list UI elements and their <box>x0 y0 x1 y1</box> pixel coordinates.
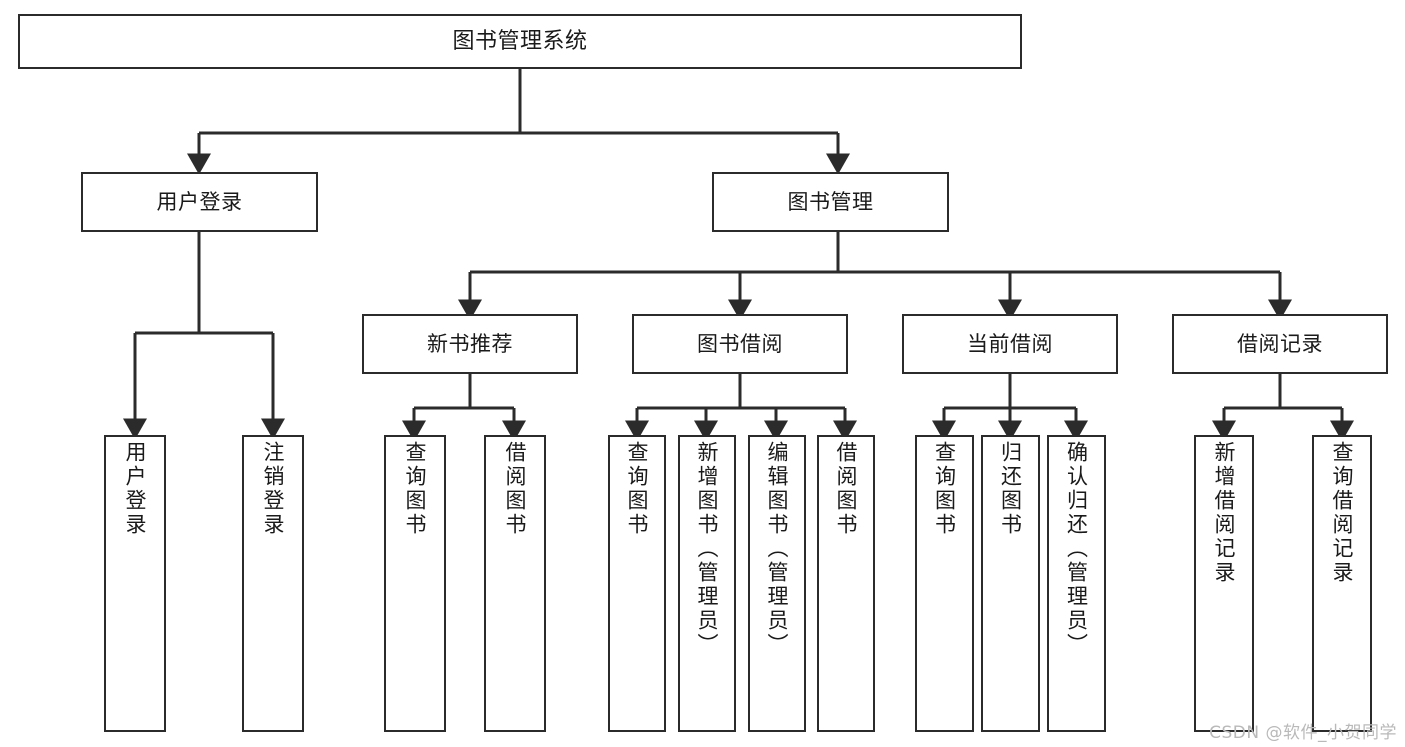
leaf-add-borrow-record-label: 新增借阅记录 <box>1212 441 1237 585</box>
leaf-borrow-book[interactable]: 借阅图书 <box>817 435 875 732</box>
leaf-borrow-book-recommend-label: 借阅图书 <box>503 441 528 537</box>
node-book-borrow[interactable]: 图书借阅 <box>632 314 848 374</box>
leaf-add-book-admin-label: 新增图书（管理员） <box>695 441 720 657</box>
leaf-return-book-label: 归还图书 <box>998 441 1023 537</box>
leaf-add-borrow-record[interactable]: 新增借阅记录 <box>1194 435 1254 732</box>
node-new-book-recommend-label: 新书推荐 <box>427 331 513 356</box>
node-current-borrow[interactable]: 当前借阅 <box>902 314 1118 374</box>
leaf-query-book-borrow-label: 查询图书 <box>625 441 650 537</box>
leaf-query-borrow-record[interactable]: 查询借阅记录 <box>1312 435 1372 732</box>
node-user-login[interactable]: 用户登录 <box>81 172 318 232</box>
node-book-manage[interactable]: 图书管理 <box>712 172 949 232</box>
leaf-logout-label: 注销登录 <box>261 441 286 537</box>
node-borrow-record-label: 借阅记录 <box>1237 331 1323 356</box>
leaf-logout[interactable]: 注销登录 <box>242 435 304 732</box>
node-new-book-recommend[interactable]: 新书推荐 <box>362 314 578 374</box>
leaf-query-borrow-record-label: 查询借阅记录 <box>1330 441 1355 585</box>
node-borrow-record[interactable]: 借阅记录 <box>1172 314 1388 374</box>
leaf-confirm-return-admin[interactable]: 确认归还（管理员） <box>1047 435 1106 732</box>
leaf-edit-book-admin[interactable]: 编辑图书（管理员） <box>748 435 806 732</box>
leaf-user-login-label: 用户登录 <box>123 441 148 537</box>
leaf-return-book[interactable]: 归还图书 <box>981 435 1040 732</box>
leaf-query-book-recommend-label: 查询图书 <box>403 441 428 537</box>
node-user-login-label: 用户登录 <box>156 189 243 214</box>
leaf-borrow-book-recommend[interactable]: 借阅图书 <box>484 435 546 732</box>
node-book-manage-label: 图书管理 <box>787 189 874 214</box>
leaf-query-book-current-label: 查询图书 <box>932 441 957 537</box>
leaf-query-book-borrow[interactable]: 查询图书 <box>608 435 666 732</box>
leaf-query-book-current[interactable]: 查询图书 <box>915 435 974 732</box>
leaf-user-login[interactable]: 用户登录 <box>104 435 166 732</box>
node-current-borrow-label: 当前借阅 <box>967 331 1053 356</box>
leaf-edit-book-admin-label: 编辑图书（管理员） <box>765 441 790 657</box>
leaf-query-book-recommend[interactable]: 查询图书 <box>384 435 446 732</box>
leaf-confirm-return-admin-label: 确认归还（管理员） <box>1064 441 1089 657</box>
watermark-text: CSDN @软件_小贺同学 <box>1209 723 1397 743</box>
node-root[interactable]: 图书管理系统 <box>18 14 1022 69</box>
leaf-borrow-book-label: 借阅图书 <box>834 441 859 537</box>
leaf-add-book-admin[interactable]: 新增图书（管理员） <box>678 435 736 732</box>
node-root-label: 图书管理系统 <box>452 28 588 54</box>
node-book-borrow-label: 图书借阅 <box>697 331 783 356</box>
